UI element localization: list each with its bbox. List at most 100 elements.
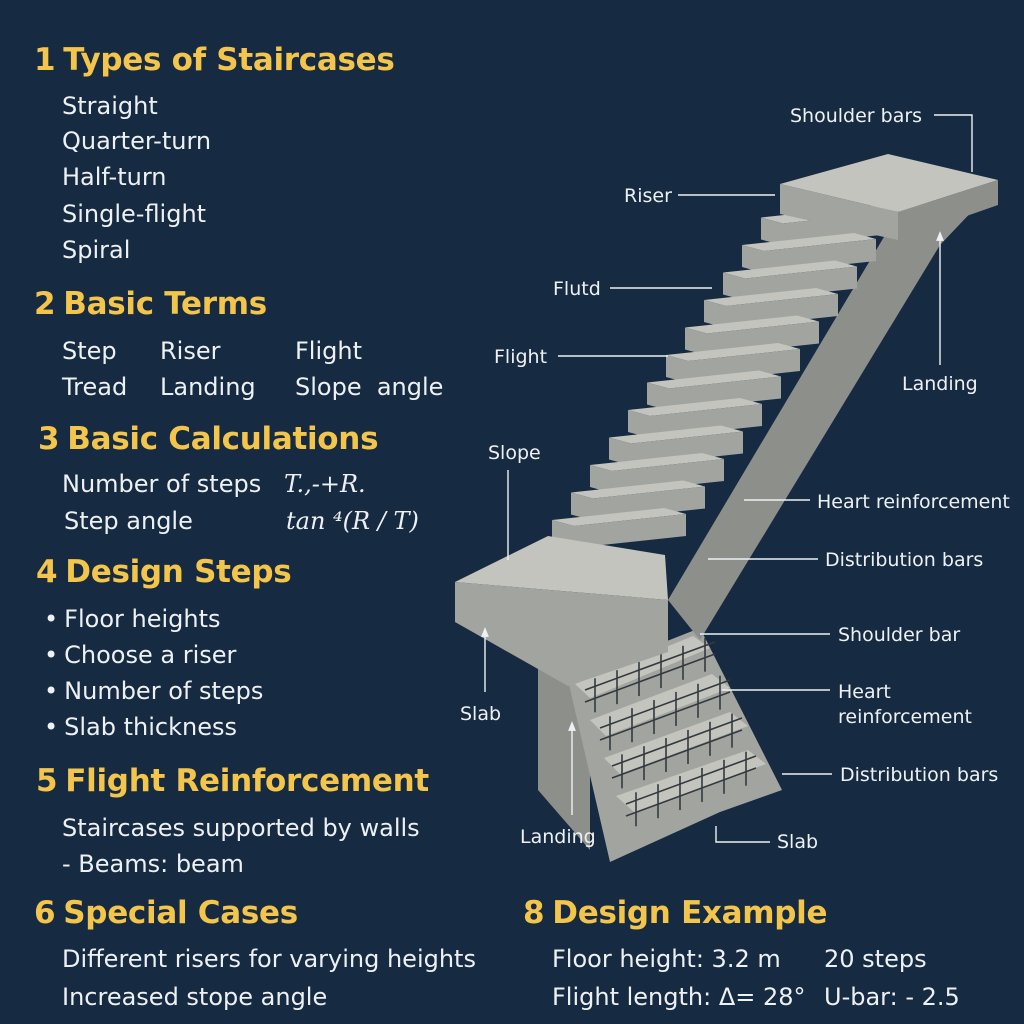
section-number: 5: [36, 763, 58, 799]
label-heart-reinforcement: Heart reinforcement: [817, 491, 1010, 513]
step-tread: [628, 398, 762, 416]
term-slope-angle: Slope angle: [295, 373, 444, 401]
step-riser: [666, 355, 688, 383]
example-steps: 20 steps: [824, 945, 927, 973]
step-riser: [571, 492, 593, 521]
rebar-bar: [584, 641, 716, 691]
steps: [552, 205, 895, 548]
rebar-bar: [611, 729, 743, 779]
lower-tread: [575, 636, 710, 698]
section-number: 3: [38, 421, 60, 457]
bullet-item: Choose a riser: [44, 641, 236, 669]
section-title: Basic Calculations: [67, 421, 379, 457]
section-number: 6: [34, 895, 56, 931]
calc-steps-label: Number of steps: [62, 470, 262, 498]
label-riser: Riser: [624, 185, 672, 207]
top-landing-front: [780, 184, 898, 240]
section-title: Flight Reinforcement: [65, 763, 429, 799]
step-riser: [761, 217, 783, 246]
lower-staircase: [538, 628, 782, 862]
step-tread: [571, 480, 705, 499]
label-distribution-bars: Distribution bars: [825, 549, 983, 571]
rebar-bar: [625, 755, 757, 805]
step-riser: [742, 245, 764, 273]
step-tread: [609, 425, 743, 444]
step-tread: [685, 315, 819, 334]
step-tread: [742, 233, 876, 251]
step-tread: [590, 453, 724, 471]
top-landing-side: [898, 180, 998, 240]
step-tread: [723, 260, 857, 279]
rebar-bar: [625, 767, 757, 817]
label-heart: Heart: [838, 681, 891, 703]
list-item: Increased stope angle: [62, 983, 328, 1011]
label-distribution-bars-lower: Distribution bars: [840, 764, 998, 786]
label-slab-bottom: Slab: [777, 831, 818, 853]
label-shoulder-bars: Shoulder bars: [790, 105, 922, 127]
term-tread: Tread: [62, 373, 128, 401]
list-item: Straight: [62, 92, 158, 120]
bottom-landing-top: [455, 536, 668, 600]
section-title: Basic Terms: [63, 286, 267, 322]
bullet-item: Floor heights: [44, 605, 220, 633]
step-riser-face: [650, 404, 762, 438]
leader-line: [715, 826, 770, 843]
step-riser-face: [612, 459, 724, 493]
list-item: Staircases supported by walls: [62, 814, 420, 842]
step-tread: [552, 508, 686, 526]
list-item: Quarter-turn: [62, 127, 212, 155]
section-title: Design Example: [552, 895, 828, 931]
step-tread: [704, 288, 838, 306]
step-riser: [609, 437, 631, 466]
label-reinforcement: reinforcement: [838, 706, 972, 728]
label-shoulder-bar: Shoulder bar: [838, 624, 960, 646]
term-flight: Flight: [295, 337, 362, 365]
label-flutd: Flutd: [553, 278, 601, 300]
step-tread: [666, 343, 800, 361]
section-title: Types of Staircases: [63, 42, 395, 78]
list-item: Single-flight: [62, 200, 207, 228]
label-slope: Slope: [488, 442, 541, 464]
calc-steps-formula: T.,-+R.: [284, 470, 366, 498]
step-riser-face: [574, 514, 686, 548]
label-flight: Flight: [494, 346, 547, 368]
calc-angle-label: Step angle: [64, 507, 193, 535]
flight-soffit: [668, 184, 998, 640]
term-riser: Riser: [160, 337, 221, 365]
section-number: 4: [36, 554, 58, 590]
label-landing-bottom: Landing: [520, 826, 596, 848]
section-number: 8: [523, 895, 545, 931]
step-riser: [628, 410, 650, 438]
step-riser: [647, 382, 669, 411]
example-flight-length: Flight length: Δ= 28°: [552, 983, 806, 1011]
rebar-bar: [611, 717, 743, 767]
bullet-item: Slab thickness: [44, 713, 237, 741]
label-landing-right: Landing: [902, 373, 978, 395]
section-number: 2: [34, 286, 56, 322]
bullet-item: Number of steps: [44, 677, 263, 705]
step-riser: [704, 300, 726, 328]
main-flight: [455, 154, 998, 686]
step-riser: [723, 272, 745, 301]
rebar-grid: [584, 637, 757, 827]
step-riser-face: [669, 376, 781, 411]
step-riser-face: [631, 431, 743, 466]
step-riser-face: [726, 294, 838, 328]
list-item: Spiral: [62, 236, 131, 264]
example-u-bar: U-bar: - 2.5: [824, 983, 960, 1011]
term-step: Step: [62, 337, 117, 365]
step-riser: [590, 465, 612, 493]
step-riser: [685, 327, 707, 356]
section-title: Design Steps: [65, 554, 292, 590]
list-item: - Beams: beam: [62, 850, 244, 878]
diagram-labels: Shoulder bars Riser Flutd Flight Landing…: [460, 105, 1010, 853]
step-riser-face: [707, 321, 819, 356]
